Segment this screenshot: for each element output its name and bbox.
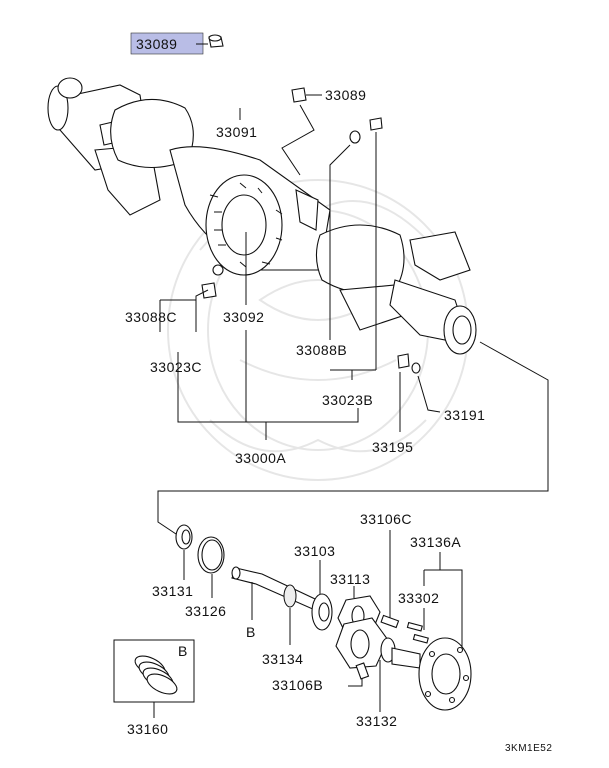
callout-33089-highlighted[interactable]: 33089 — [136, 36, 177, 52]
cap-part-right — [291, 87, 307, 103]
bearing-housing-33132 — [335, 617, 396, 669]
callout-33091[interactable]: 33091 — [216, 124, 257, 140]
callout-33103[interactable]: 33103 — [294, 543, 335, 559]
callout-33134[interactable]: 33134 — [262, 651, 303, 667]
bearing-33103 — [311, 593, 333, 631]
callout-33088b[interactable]: 33088B — [296, 342, 347, 358]
plug-top — [369, 117, 383, 131]
callout-33023c[interactable]: 33023C — [150, 359, 202, 375]
bolt-33106c — [380, 614, 400, 629]
cover-studs — [209, 182, 283, 268]
callout-33089[interactable]: 33089 — [325, 87, 366, 103]
callout-33113[interactable]: 33113 — [330, 571, 370, 587]
callout-33195[interactable]: 33195 — [372, 439, 413, 455]
breather-hose — [202, 57, 293, 110]
plug-33195 — [397, 353, 410, 369]
washer-top — [349, 130, 361, 144]
callout-33023b[interactable]: 33023B — [322, 392, 373, 408]
marker-b-box: B — [178, 643, 188, 659]
o-ring-33126 — [197, 536, 225, 574]
diagram-code: 3KM1E52 — [505, 743, 552, 754]
plug-33088c — [201, 282, 217, 299]
cap-part-top — [208, 34, 224, 48]
washer-33191 — [411, 362, 421, 374]
spring-33160 — [134, 655, 178, 695]
callout-33131[interactable]: 33131 — [152, 583, 193, 599]
callout-33302[interactable]: 33302 — [398, 590, 439, 606]
callout-33136a[interactable]: 33136A — [410, 534, 461, 550]
detail-box-b: B — [113, 639, 195, 703]
callout-33092[interactable]: 33092 — [223, 309, 264, 325]
callout-33132[interactable]: 33132 — [356, 713, 397, 729]
callout-33191[interactable]: 33191 — [444, 407, 485, 423]
bolt-33106b — [355, 662, 370, 680]
callout-33160[interactable]: 33160 — [127, 721, 168, 737]
callout-33088c[interactable]: 33088C — [125, 309, 177, 325]
oil-seal-33131 — [175, 524, 193, 550]
callout-33106b[interactable]: 33106B — [272, 677, 323, 693]
callout-33000a[interactable]: 33000A — [235, 450, 286, 466]
axle-shaft — [231, 566, 331, 615]
washer-33088c — [212, 264, 224, 276]
hub-bolts-33302 — [406, 621, 429, 644]
callout-33106c[interactable]: 33106C — [360, 511, 412, 527]
marker-b-left: B — [246, 624, 256, 640]
callout-33126[interactable]: 33126 — [185, 603, 226, 619]
hub-flange — [391, 637, 472, 711]
axle-housing — [47, 77, 477, 355]
